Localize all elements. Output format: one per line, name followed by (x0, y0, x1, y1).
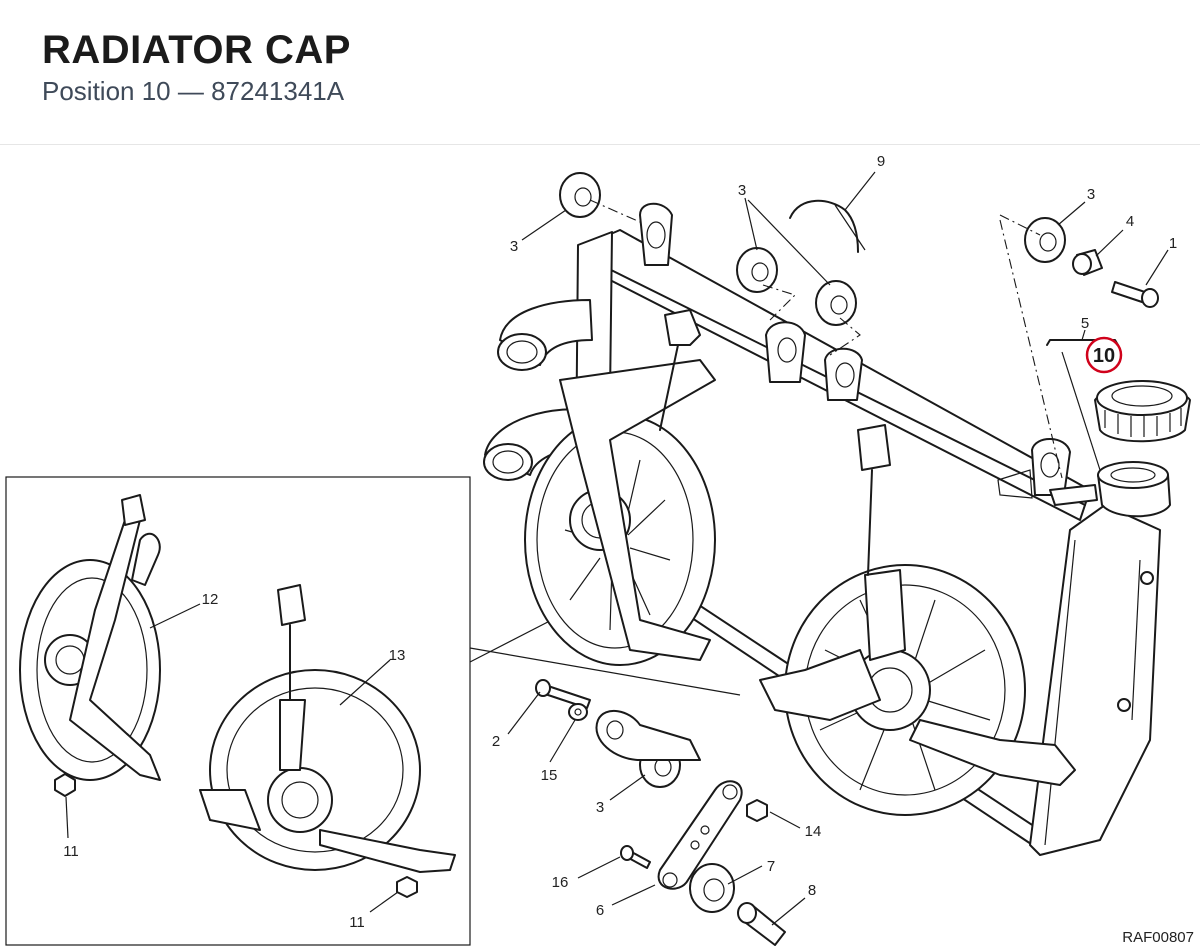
highlight-label[interactable]: 10 (1093, 345, 1115, 367)
bracket-link[interactable] (595, 710, 701, 761)
callout-9[interactable]: 9 (877, 153, 885, 170)
callout-5[interactable]: 5 (1081, 315, 1089, 332)
callout-1[interactable]: 1 (1169, 235, 1177, 252)
leader-lines (65, 171, 1169, 926)
filler-neck (1049, 461, 1171, 518)
highlight-circle (1085, 336, 1123, 374)
callout-11[interactable]: 11 (349, 914, 365, 931)
callout-3[interactable]: 3 (738, 182, 746, 199)
callout-6[interactable]: 6 (596, 902, 604, 919)
spacer-bush[interactable] (1072, 249, 1103, 276)
rubber-grommet[interactable] (559, 172, 601, 218)
inset-fan-13[interactable] (199, 584, 456, 898)
screw[interactable] (1111, 281, 1159, 308)
rubber-grommet[interactable] (815, 280, 857, 326)
drawing-code: RAF00807 (1122, 929, 1194, 946)
callout-7[interactable]: 7 (767, 858, 775, 875)
page-header: RADIATOR CAP Position 10 — 87241341A (0, 0, 1200, 145)
callout-14[interactable]: 14 (805, 823, 822, 840)
washer[interactable] (568, 703, 588, 721)
callout-3[interactable]: 3 (596, 799, 604, 816)
inset-fan-12[interactable] (19, 494, 161, 797)
callout-11[interactable]: 11 (63, 843, 79, 860)
small-screw[interactable] (620, 845, 651, 869)
callout-2[interactable]: 2 (492, 733, 500, 750)
callout-15[interactable]: 15 (541, 767, 558, 784)
threaded-stud[interactable] (737, 902, 786, 946)
wiring-clip[interactable] (789, 199, 866, 253)
callout-12[interactable]: 12 (202, 591, 219, 608)
callout-16[interactable]: 16 (552, 874, 569, 891)
rubber-grommet[interactable] (736, 247, 778, 293)
callout-3[interactable]: 3 (1087, 186, 1095, 203)
cooling-fan-left[interactable] (524, 309, 716, 666)
inset-leader-line (469, 647, 741, 696)
callout-3[interactable]: 3 (510, 238, 518, 255)
page-title: RADIATOR CAP (42, 28, 351, 72)
callout-8[interactable]: 8 (808, 882, 816, 899)
callout-13[interactable]: 13 (389, 647, 406, 664)
radiator-cap[interactable] (1094, 380, 1191, 443)
rubber-grommet[interactable] (1024, 217, 1066, 263)
gear-bush[interactable] (689, 863, 735, 913)
page-subtitle: Position 10 — 87241341A (42, 76, 345, 106)
cooling-fan-right[interactable] (759, 424, 1076, 816)
inset-frame (5, 476, 471, 946)
callout-4[interactable]: 4 (1126, 213, 1134, 230)
nut[interactable] (746, 799, 768, 822)
mounting-bracket[interactable] (657, 780, 743, 890)
